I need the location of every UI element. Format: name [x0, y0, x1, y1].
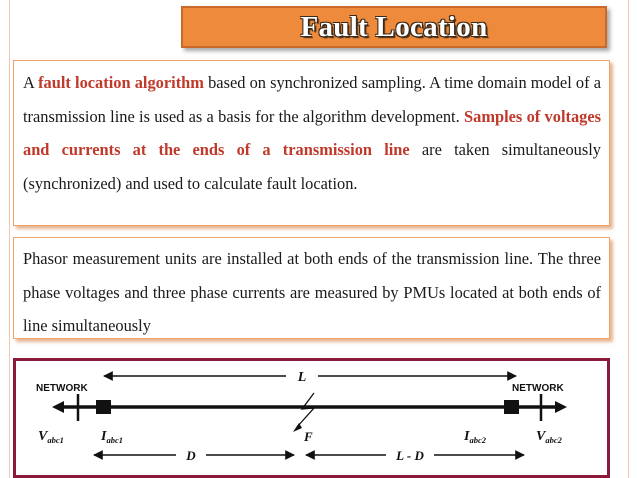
distance-label: D	[185, 448, 196, 463]
para1-text-b: based on synchronized sampling. A time d…	[23, 73, 602, 126]
v-left-label: Vabc1	[38, 429, 64, 445]
right-edge-line	[628, 0, 629, 478]
diagram-svg: L NETWORK NETWORK F Vabc1 Iabc1 Iabc2 Va…	[36, 370, 567, 463]
left-edge-line	[9, 0, 10, 478]
network-arrow-left	[52, 401, 64, 413]
highlight-samples: Samples of voltages and currents at the …	[23, 106, 601, 160]
text-box-algorithm: A fault location algorithm based on sync…	[13, 60, 610, 226]
fault-arrow-head	[293, 423, 302, 432]
network-right-label: NETWORK	[512, 383, 564, 394]
highlight-fault-location-algorithm: fault location algorithm	[38, 73, 204, 92]
fault-symbol	[296, 392, 316, 428]
v-right-label: Vabc2	[536, 429, 563, 445]
breaker-right	[504, 400, 519, 414]
paragraph-algorithm: A fault location algorithm based on sync…	[23, 66, 601, 200]
i-left-label: Iabc1	[100, 429, 123, 445]
network-left-label: NETWORK	[36, 383, 88, 394]
network-arrow-right	[555, 401, 567, 413]
para1-text-a: A	[23, 73, 39, 92]
length-label: L	[297, 370, 307, 385]
remainder-label: L - D	[395, 448, 424, 463]
transmission-line-diagram: L NETWORK NETWORK F Vabc1 Iabc1 Iabc2 Va…	[13, 358, 610, 478]
fault-label: F	[303, 429, 313, 444]
breaker-left	[96, 400, 111, 414]
paragraph-pmu: Phasor measurement units are installed a…	[23, 249, 601, 335]
para1-text-c: are taken simultaneously (synchronized) …	[23, 140, 601, 193]
slide-title-text: Fault Location	[300, 10, 488, 43]
text-box-pmu: Phasor measurement units are installed a…	[13, 237, 610, 339]
i-right-label: Iabc2	[463, 429, 487, 445]
slide-title: Fault Location	[181, 6, 607, 48]
